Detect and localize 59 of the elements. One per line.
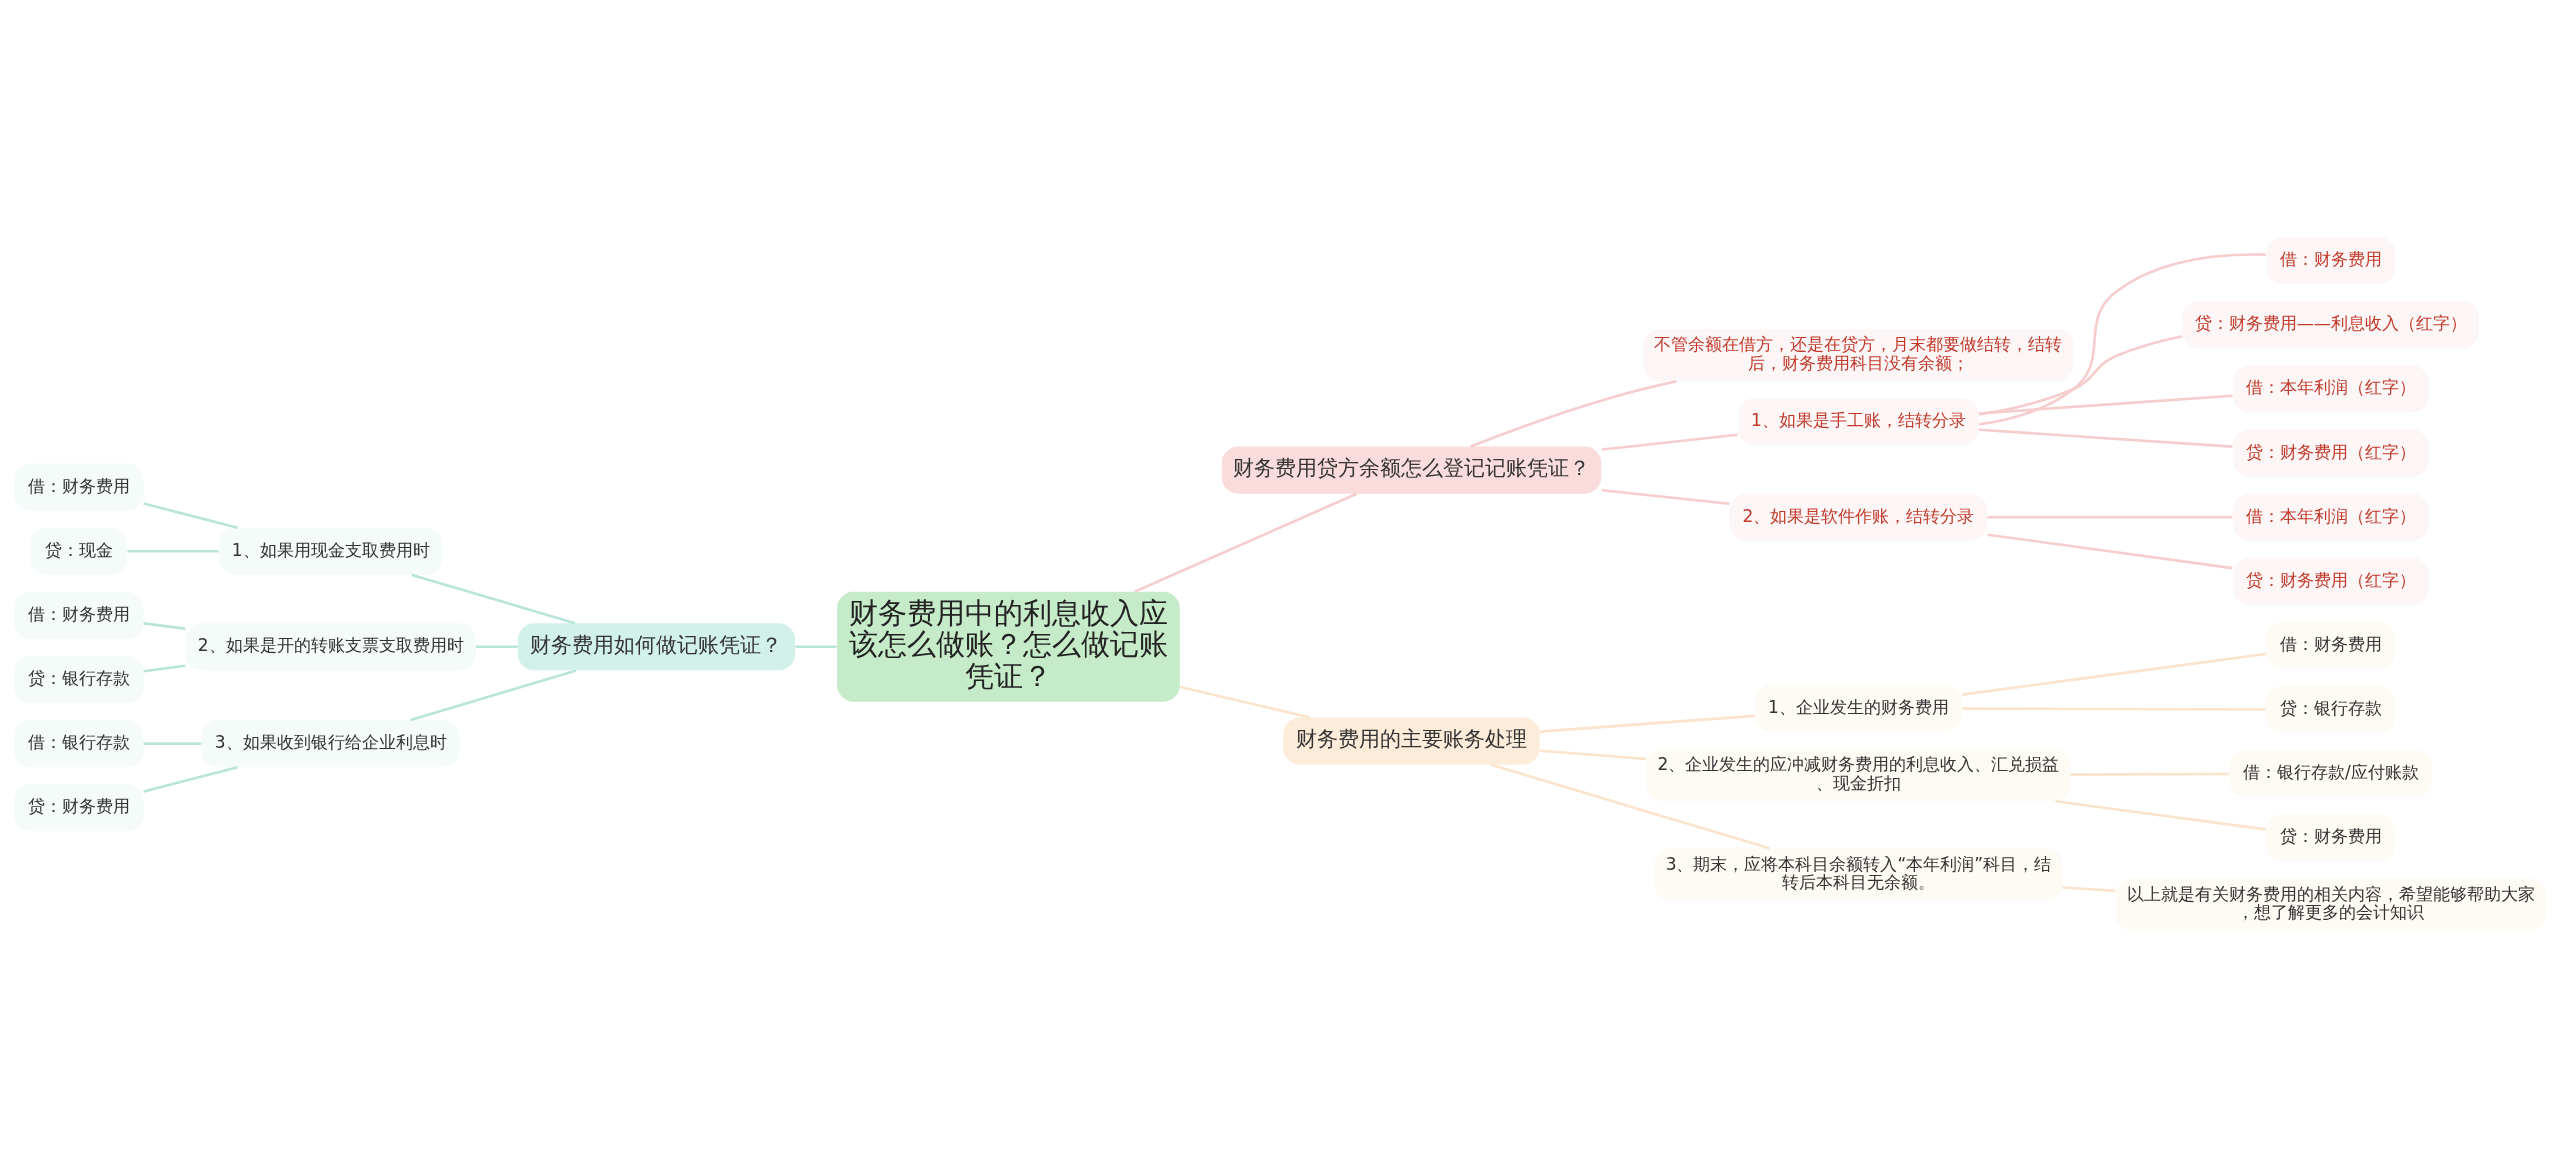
- connector: [1540, 748, 1647, 760]
- node-box: 借：财务费用: [14, 591, 144, 639]
- connector: [2070, 772, 2229, 776]
- node-box: 不管余额在借方，还是在贷方，月末都要做结转，结转后，财务费用科目没有余额；: [1643, 328, 2074, 381]
- node-box: 借：财务费用: [2266, 236, 2396, 284]
- node-box: 贷：银行存款: [14, 655, 144, 703]
- node-box: 贷：财务费用（红字）: [2232, 557, 2429, 605]
- connector: [1134, 492, 1358, 593]
- node-box: 1、企业发生的财务费用: [1755, 684, 1962, 732]
- connector: [1978, 393, 2233, 415]
- connector: [1490, 762, 1770, 850]
- node-box: 财务费用的主要账务处理: [1283, 716, 1540, 765]
- node-box: 贷：财务费用——利息收入（红字）: [2182, 300, 2480, 348]
- node-box: 借：银行存款/应付账款: [2229, 749, 2433, 797]
- node-box: 财务费用中的利息收入应该怎么做账？怎么做记账凭证？: [837, 591, 1180, 702]
- node-box: 借：本年利润（红字）: [2232, 364, 2429, 413]
- node-box: 2、如果是软件作账，结转分录: [1729, 493, 1988, 541]
- connector: [143, 765, 238, 793]
- connector: [1601, 432, 1738, 451]
- connector: [127, 549, 219, 553]
- node-box: 2、企业发生的应冲减财务费用的利息收入、汇兑损益、现金折扣: [1646, 748, 2071, 801]
- connector: [1540, 714, 1755, 733]
- node-box: 2、如果是开的转账支票支取费用时: [185, 622, 476, 670]
- node-box: 贷：财务费用（红字）: [2232, 429, 2429, 477]
- connector: [1470, 379, 1678, 448]
- connector: [143, 663, 186, 672]
- node-box: 以上就是有关财务费用的相关内容，希望能够帮助大家，想了解更多的会计知识: [2115, 877, 2546, 931]
- node-box: 贷：银行存款: [2266, 685, 2396, 733]
- connector: [143, 621, 186, 630]
- connector: [143, 501, 238, 529]
- connector: [1978, 427, 2233, 448]
- node-box: 3、如果收到银行给企业利息时: [201, 719, 460, 767]
- node-box: 贷：现金: [30, 527, 128, 575]
- connector: [143, 741, 202, 745]
- connector: [1978, 252, 2266, 426]
- connector: [476, 645, 518, 648]
- node-box: 借：银行存款: [14, 719, 144, 767]
- connector: [795, 645, 837, 648]
- node-box: 借：财务费用: [2266, 621, 2396, 669]
- connector: [1987, 532, 2233, 569]
- connector: [1962, 706, 2266, 711]
- node-box: 1、如果用现金支取费用时: [218, 527, 443, 575]
- node-box: 贷：财务费用: [2266, 813, 2396, 861]
- node-box: 借：财务费用: [14, 463, 144, 511]
- connector: [411, 573, 576, 624]
- connector: [1987, 515, 2233, 519]
- node-box: 贷：财务费用: [14, 783, 144, 831]
- node-box: 财务费用如何做记账凭证？: [517, 622, 796, 670]
- node-box: 1、如果是手工账，结转分录: [1738, 397, 1979, 445]
- connector: [1962, 652, 2266, 696]
- node-box: 财务费用贷方余额怎么登记记账凭证？: [1221, 446, 1602, 494]
- connector: [1179, 685, 1311, 719]
- connector: [410, 668, 577, 721]
- connector: [2055, 799, 2266, 831]
- node-box: 借：本年利润（红字）: [2232, 493, 2429, 541]
- node-box: 3、期末，应将本科目余额转入“本年利润”科目，结转后本科目无余额。: [1654, 847, 2063, 901]
- connector: [2062, 885, 2116, 892]
- connector: [1979, 334, 2183, 416]
- connector: [1601, 488, 1730, 505]
